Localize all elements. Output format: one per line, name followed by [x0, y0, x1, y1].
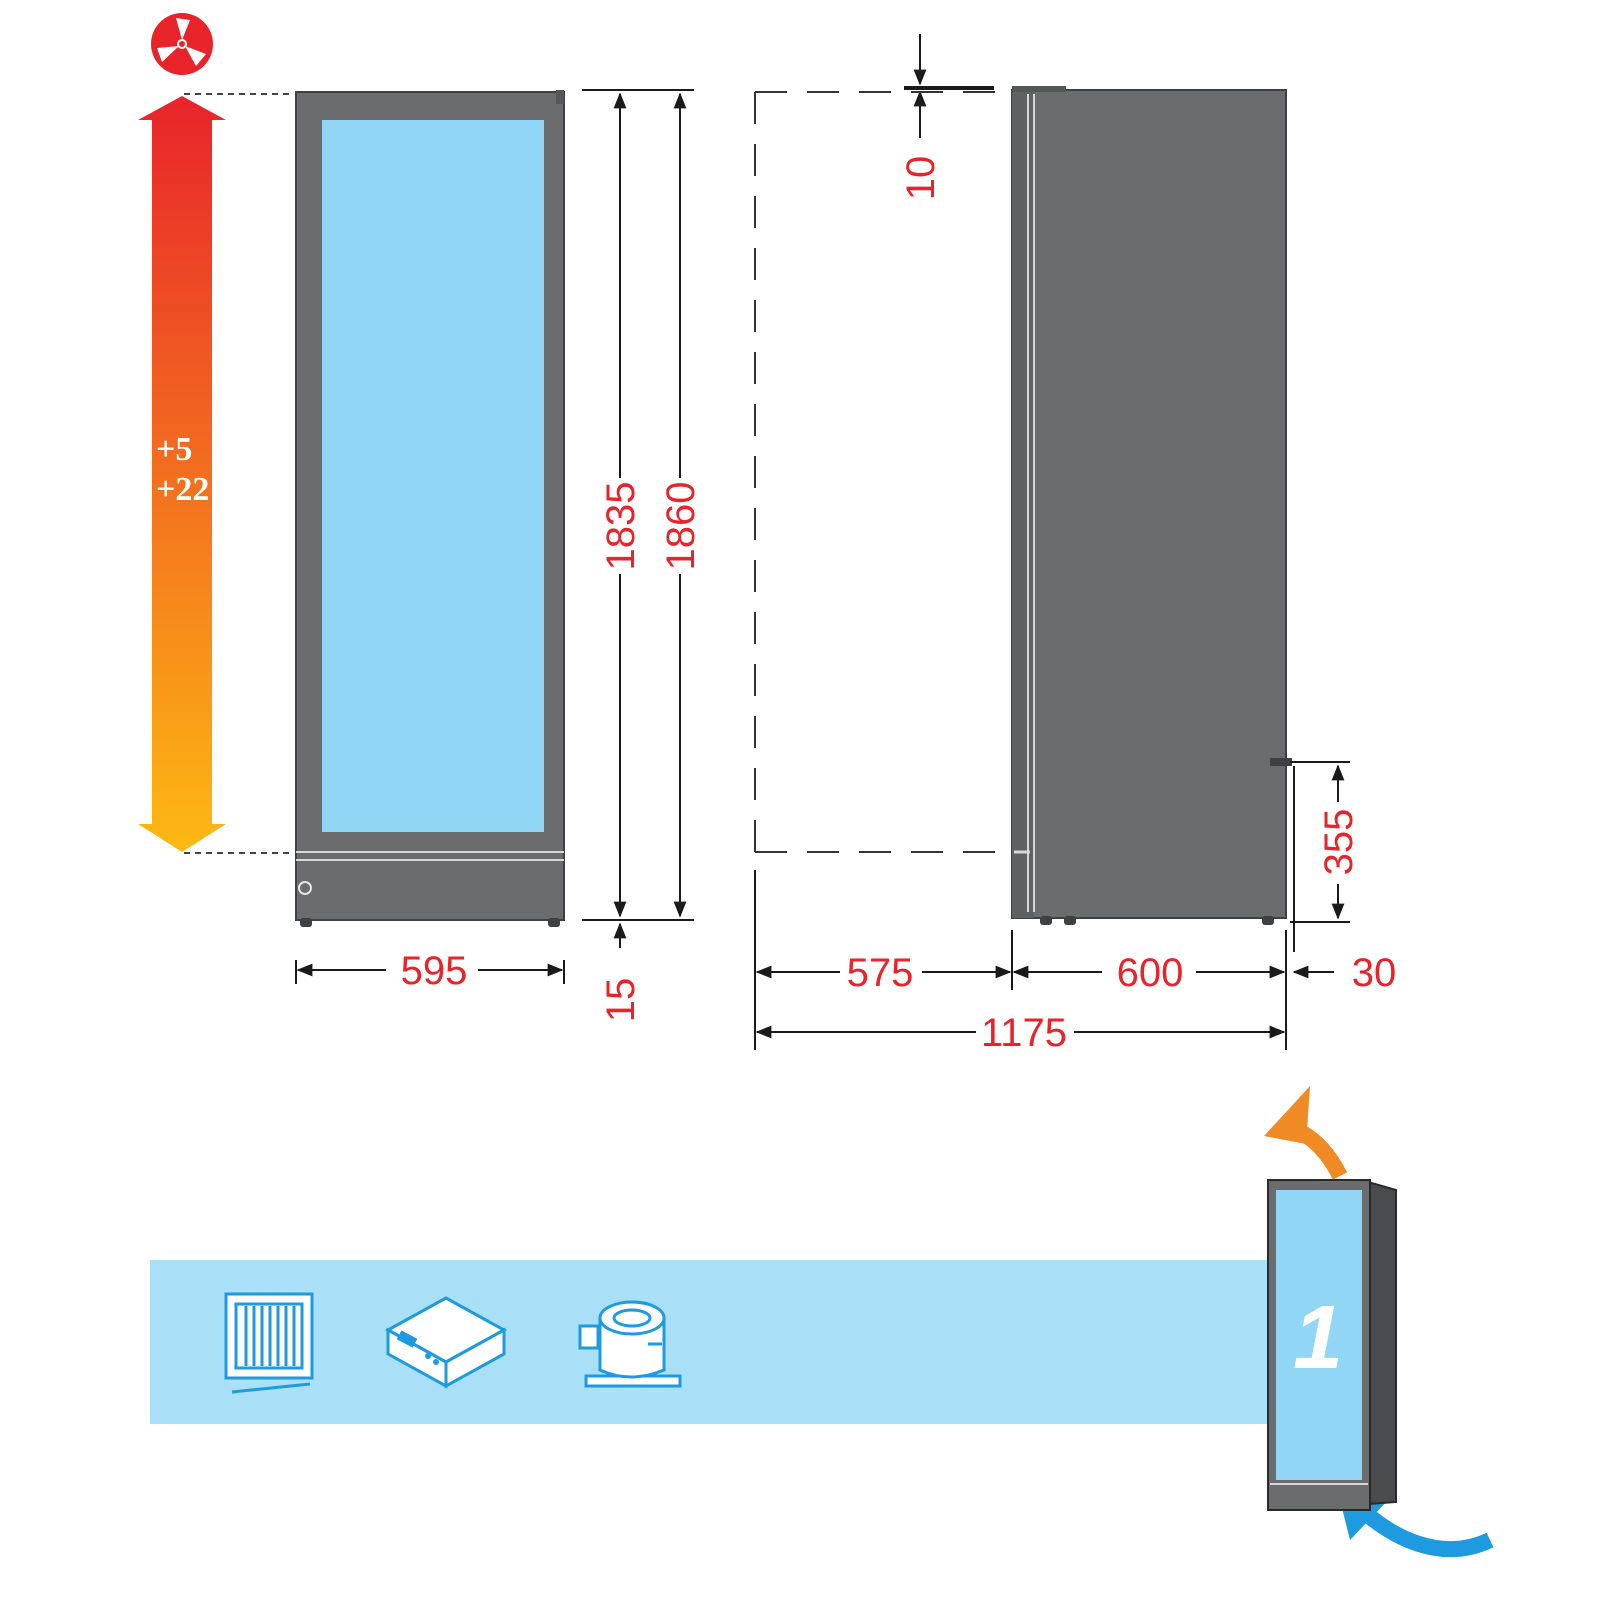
front-view [295, 90, 565, 927]
foot-height-label: 15 [599, 978, 643, 1023]
rear-height-label: 355 [1317, 809, 1361, 876]
feature-band [150, 1260, 1290, 1424]
lock-icon [298, 881, 312, 895]
height-dimensions [582, 89, 694, 948]
top-clearance-label: 10 [899, 156, 943, 201]
airflow-out-arrow [1264, 1086, 1348, 1180]
side-view [1011, 86, 1292, 925]
rear-height-dimension [1290, 761, 1350, 952]
depth-label: 600 [1117, 951, 1184, 995]
fan-heat-icon [151, 13, 213, 75]
evaporator-icon [224, 1292, 314, 1394]
glass-panel [322, 120, 544, 832]
total-height-label: 1860 [659, 482, 703, 571]
rear-gap-label: 30 [1352, 951, 1397, 995]
controller-icon [384, 1296, 508, 1389]
total-depth-label: 1175 [981, 1011, 1067, 1055]
compressor-icon [578, 1300, 682, 1388]
glass-height-label: 1835 [599, 482, 643, 571]
single-door-fridge-icon: 1 [1267, 1179, 1397, 1511]
door-count-label: 1 [1293, 1288, 1343, 1388]
door-swing-outline [754, 91, 1010, 853]
temperature-range-arrow: +5 +22 [138, 96, 226, 852]
temp-min: +5 [156, 431, 192, 468]
front-width-dimension [295, 960, 565, 984]
temp-max: +22 [156, 471, 209, 508]
door-swing-label: 575 [847, 951, 914, 995]
depth-dimensions [754, 870, 1334, 1050]
front-width-label: 595 [401, 949, 468, 993]
top-clearance-dimension [904, 34, 994, 138]
